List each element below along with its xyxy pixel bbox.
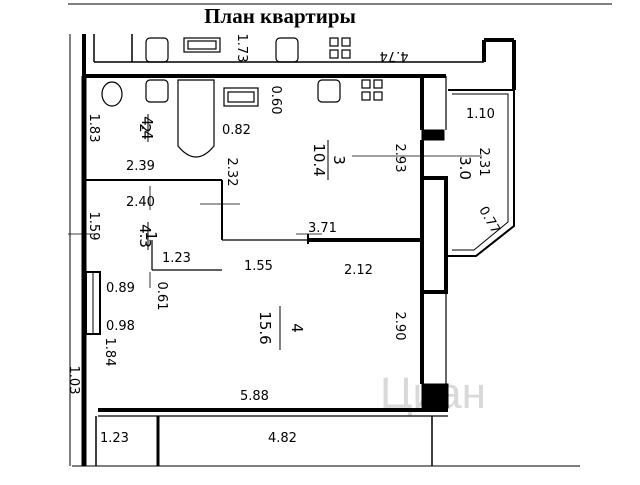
dim-label: 2.32 [224,158,239,187]
room-kitchen-label: 3 10.4 [310,140,348,180]
room-living-label: 4 15.6 [256,306,306,350]
dim-label: 2.12 [344,263,373,278]
dim-label: 1.23 [100,431,129,446]
room-area: 4.3 [136,224,154,248]
dim-label: 2.93 [392,144,407,173]
dim-label: 0.60 [268,86,283,115]
dim-label: 2.39 [126,159,155,174]
dim-label: 1.73 [234,34,249,63]
dim-label: 5.88 [240,389,269,404]
dim-label: 4.82 [268,431,297,446]
dim-label: 1.84 [102,338,117,367]
room-number: 3 [330,155,348,165]
plan-title: План квартиры [204,4,356,28]
dim-label: 0.98 [106,319,135,334]
dim-label: 1.83 [86,114,101,143]
dimension-lines [68,155,482,288]
dim-label: 0.82 [222,123,251,138]
dim-label: 0.89 [106,281,135,296]
dim-label: 4.74 [380,48,409,63]
room-number: 1 [142,231,160,241]
dim-label: 0.77 [475,204,502,237]
room-bathroom-label: 2 4.4 [136,114,156,142]
balcony [448,89,515,257]
dim-label: 1.03 [66,366,81,395]
room-area: 4.4 [138,116,156,140]
dim-label: 1.55 [244,259,273,274]
dim-label: 1.23 [162,251,191,266]
bathroom-fixtures [101,79,383,158]
dim-label: 0.61 [154,282,169,311]
dim-label: 1.10 [466,107,495,122]
room-area: 10.4 [310,143,328,176]
room-area: 3.0 [456,156,474,180]
room-balcony-label: 3.0 [456,156,474,180]
dim-label: 3.71 [308,221,337,236]
dim-label: 2.40 [126,195,155,210]
dim-label: 1.59 [86,212,101,241]
dim-label: 2.90 [392,312,407,341]
room-number: 4 [288,323,306,333]
dimension-labels: 1.73 4.74 0.60 1.83 0.82 1.10 2.31 2.93 … [66,34,503,446]
dim-label: 2.31 [476,148,491,177]
room-toilet-label: 1 4.3 [136,222,160,250]
upper-fixtures [145,37,351,63]
room-number: 2 [136,123,154,133]
room-area: 15.6 [256,311,274,344]
apartment-walls [69,34,580,467]
